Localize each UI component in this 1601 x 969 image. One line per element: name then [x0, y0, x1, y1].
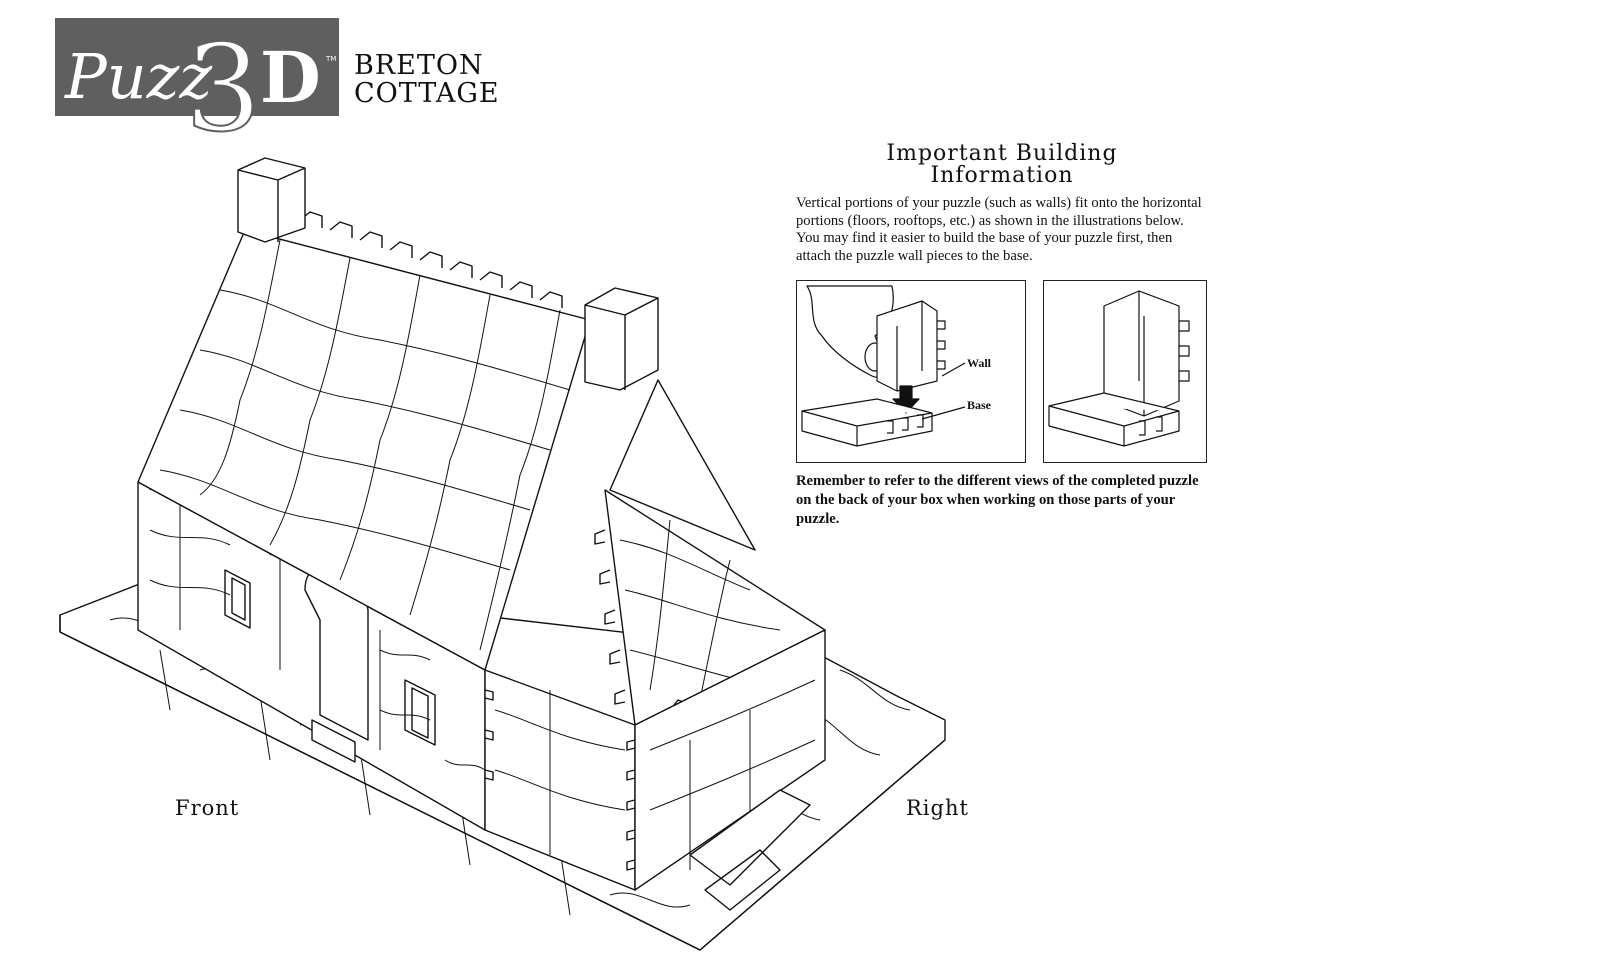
base-label: Base	[967, 398, 992, 412]
reminder-text: Remember to refer to the different views…	[796, 473, 1199, 527]
logo-d-text: D	[260, 36, 321, 119]
puzz3d-logo: Puzz 3 D TM	[55, 18, 339, 140]
base-piece	[801, 398, 933, 447]
wing-side-wall	[634, 629, 826, 891]
wall-piece	[876, 300, 938, 392]
assembled-base-tabs	[1139, 416, 1163, 436]
main-roof-seams	[159, 239, 571, 651]
wall-pointer-line	[941, 362, 966, 377]
logo-puzz-text: Puzz	[64, 40, 212, 113]
base-pointer-line	[921, 406, 966, 420]
info-heading-line2: Information	[930, 163, 1074, 188]
info-heading-line1: Important Building	[886, 141, 1118, 166]
wall-corner-tabs	[484, 689, 636, 871]
assembled-wall-piece	[1103, 290, 1180, 417]
house-puzzle-illustration	[59, 157, 946, 951]
product-title-line2: COTTAGE	[354, 78, 500, 109]
side-wall-seams	[494, 679, 816, 870]
assembled-wall-diagram	[1043, 280, 1207, 463]
assembled-wall-tabs	[1179, 320, 1190, 382]
building-info-section: Important Building Information Vertical …	[796, 143, 1208, 265]
wall-base-diagram: Wall Base	[796, 280, 1026, 463]
trademark-mark: TM	[325, 55, 336, 63]
front-door-step	[311, 719, 356, 763]
down-arrow-icon	[892, 385, 920, 414]
product-title: BRETON COTTAGE	[354, 52, 500, 108]
front-window-right	[404, 679, 436, 746]
product-title-line1: BRETON	[354, 50, 484, 81]
front-window-left	[224, 569, 251, 629]
right-roof	[609, 379, 756, 551]
info-heading: Important Building Information	[796, 143, 1208, 187]
label-front: Front	[175, 796, 240, 820]
chimney-right	[584, 287, 659, 391]
assembled-base-piece	[1048, 392, 1180, 447]
front-wall-seams	[149, 495, 486, 771]
wall-label: Wall	[967, 356, 992, 370]
info-body-text: Vertical portions of your puzzle (such a…	[796, 195, 1202, 264]
logo-panel	[55, 18, 339, 116]
label-right: Right	[906, 796, 969, 820]
cellar-door	[689, 789, 811, 911]
chimney-left	[237, 157, 306, 243]
base-board-edge	[59, 615, 946, 951]
base-slot-tabs	[887, 414, 924, 434]
wall-tabs	[937, 320, 946, 370]
logo-3-text: 3	[185, 20, 261, 140]
wing-roof-seams	[619, 519, 781, 701]
